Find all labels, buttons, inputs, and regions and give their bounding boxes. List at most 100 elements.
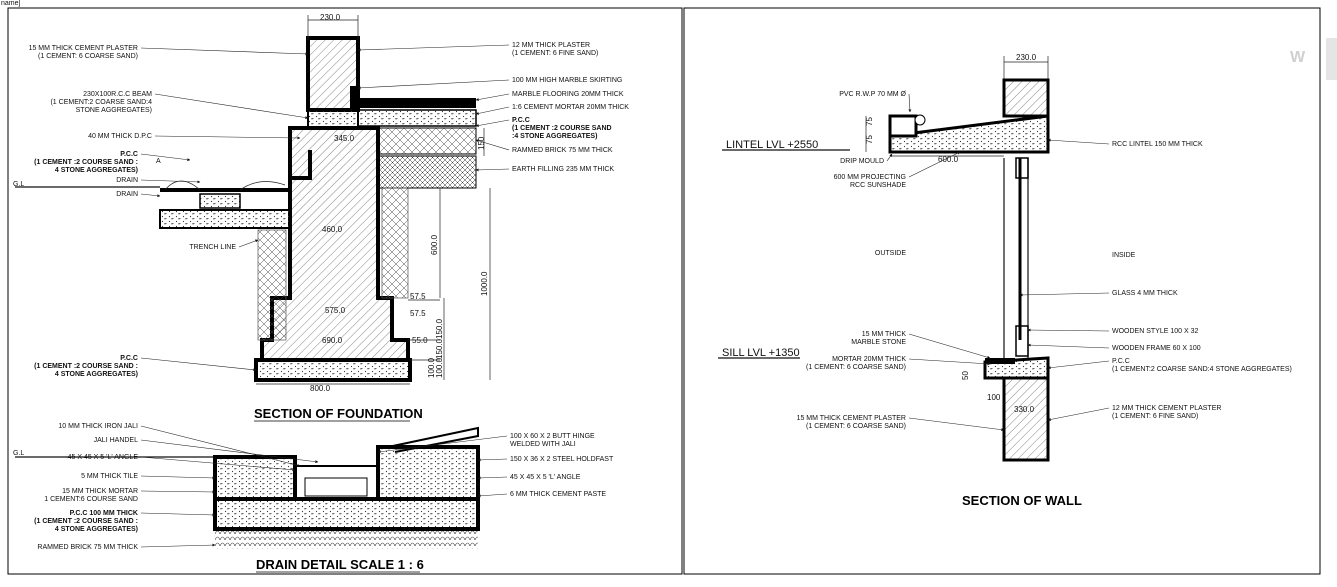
label-foundation-dpc: 40 MM THICK D.P.C <box>88 133 301 140</box>
dim-800: 800.0 <box>310 384 331 393</box>
label-line: (1 CEMENT: 6 COARSE SAND) <box>806 364 906 371</box>
label-line: DRAIN <box>116 191 138 198</box>
dim-100: 100.0 <box>427 357 436 378</box>
label-line: P.C.C <box>512 117 530 124</box>
label-line: 100 X 60 X 2 BUTT HINGE <box>510 433 595 440</box>
label-foundation-skirting: 100 MM HIGH MARBLE SKIRTING <box>357 77 622 90</box>
label-line: PVC R.W.P 70 MM Ø <box>839 91 906 98</box>
leader-line <box>140 490 216 494</box>
dim-55: 55.0 <box>412 336 428 345</box>
label-line: 10 MM THICK IRON JALI <box>58 423 138 430</box>
trench-fill-right <box>381 187 409 299</box>
dim-575-width: 575.0 <box>325 306 346 315</box>
leader-line <box>475 106 510 115</box>
label-line: 600 MM PROJECTING <box>834 174 906 181</box>
label-wall-lintel: RCC LINTEL 150 MM THICK <box>1047 138 1203 148</box>
leader-line <box>154 93 309 120</box>
wall-section: 230.0 LINTEL LVL +2550 SILL LVL +1350 75… <box>718 53 1082 508</box>
label-drain-jali: 10 MM THICK IRON JALI <box>58 423 301 467</box>
label-line: TRENCH LINE <box>189 244 236 251</box>
annotation-labels: 15 MM THICK CEMENT PLASTER(1 CEMENT: 6 C… <box>29 42 1292 551</box>
marker-gl: G.L <box>13 181 24 188</box>
drain-right-wall <box>376 445 480 501</box>
label-drain-holdfast: 150 X 36 X 2 STEEL HOLDFAST <box>477 456 614 463</box>
label-line: WOODEN FRAME 60 X 100 <box>1112 345 1201 352</box>
leader-line <box>140 456 296 472</box>
label-line: WELDED WITH JALI <box>510 441 576 448</box>
label-line: DRAIN <box>116 177 138 184</box>
wall-dim-top-text: 230.0 <box>1016 53 1037 62</box>
label-line: (1 CEMENT :2 COURSE SAND : <box>34 518 138 525</box>
leader-line <box>908 151 961 178</box>
label-foundation-beam: 230X100R.C.C BEAM(1 CEMENT:2 COARSE SAND… <box>50 91 309 120</box>
label-drain-paste: 6 MM THICK CEMENT PASTE <box>477 491 606 498</box>
label-line: RAMMED BRICK 75 MM THICK <box>512 147 613 154</box>
leader-line <box>477 493 508 498</box>
label-line: MARBLE FLOORING 20MM THICK <box>512 91 624 98</box>
label-line: DRIP MOULD <box>840 158 884 165</box>
leader-line <box>1047 407 1110 421</box>
label-line: 15 MM THICK CEMENT PLASTER <box>29 45 138 52</box>
label-line: (1 CEMENT :2 COURSE SAND : <box>34 159 138 166</box>
label-line: STONE AGGREGATES) <box>76 107 152 114</box>
label-foundation-flooring: MARBLE FLOORING 20MM THICK <box>475 91 624 101</box>
leader-line <box>140 193 161 198</box>
label-drain-angle_r: 45 X 45 X 5 'L' ANGLE <box>477 474 581 481</box>
drain-slope <box>387 426 479 453</box>
leader-line <box>477 458 508 462</box>
label-line: (1 CEMENT: 6 COARSE SAND) <box>38 53 138 60</box>
label-wall-mortar20: MORTAR 20MM THICK(1 CEMENT: 6 COARSE SAN… <box>806 356 991 371</box>
dim-top-width-text: 230.0 <box>320 13 341 22</box>
label-line: 12 MM THICK PLASTER <box>512 42 590 49</box>
label-line: 100 MM HIGH MARBLE SKIRTING <box>512 77 622 84</box>
label-line: (1 CEMENT:2 COARSE SAND:4 STONE AGGREGAT… <box>1112 366 1292 373</box>
label-line: GLASS 4 MM THICK <box>1112 290 1178 297</box>
label-line: MARBLE STONE <box>851 339 906 346</box>
dim-150-mid: 150.0 <box>435 318 444 339</box>
lower-wall <box>1002 376 1050 462</box>
label-line: MORTAR 20MM THICK <box>832 356 906 363</box>
dim-1000: 1000.0 <box>480 271 489 296</box>
label-line: 1:6 CEMENT MORTAR 20MM THICK <box>512 104 629 111</box>
label-foundation-pcc_r: P.C.C(1 CEMENT :2 COURSE SAND:4 STONE AG… <box>475 117 612 140</box>
label-line: P.C.C <box>120 355 138 362</box>
dim-100-low: 100.0 <box>435 357 444 378</box>
drain-channel <box>199 193 241 209</box>
leader-line <box>140 47 309 56</box>
leader-line <box>475 168 510 172</box>
leader-line <box>140 512 216 517</box>
leader-line <box>154 135 301 140</box>
drain-detail: G.L DRAIN DETAIL SCALE 1 : 6 <box>13 426 480 573</box>
label-wall-pvc: PVC R.W.P 70 MM Ø <box>839 91 912 113</box>
drain-cavity <box>304 477 368 497</box>
label-line: (1 CEMENT: 6 FINE SAND) <box>512 50 598 57</box>
label-wall-inside: INSIDE <box>1112 252 1136 259</box>
leader-line <box>908 333 991 359</box>
label-line: P.C.C <box>120 151 138 158</box>
label-line: INSIDE <box>1112 252 1136 259</box>
label-line: 45 X 45 X 5 'L' ANGLE <box>510 474 581 481</box>
label-line: 6 MM THICK CEMENT PASTE <box>510 491 606 498</box>
label-line: 12 MM THICK CEMENT PLASTER <box>1112 405 1221 412</box>
rcc-beam <box>307 109 359 129</box>
label-line: (1 CEMENT :2 COURSE SAND : <box>34 363 138 370</box>
label-wall-glass: GLASS 4 MM THICK <box>1019 290 1178 297</box>
left-sheet-border <box>7 7 683 575</box>
leader-line <box>1027 343 1110 349</box>
pcc-drain-base <box>159 209 291 229</box>
label-line: (1 CEMENT:2 COARSE SAND:4 <box>50 99 152 106</box>
label-line: EARTH FILLING 235 MM THICK <box>512 166 614 173</box>
rammed-brick-layer <box>377 127 477 155</box>
label-foundation-mortar: 1:6 CEMENT MORTAR 20MM THICK <box>475 104 629 115</box>
upper-wall <box>1002 78 1050 118</box>
leader-line <box>140 439 319 464</box>
wall-dim-100: 100 <box>987 393 1001 402</box>
label-drain-tile: 5 MM THICK TILE <box>81 473 216 480</box>
leader-line <box>477 476 508 480</box>
marker-a: A <box>156 158 161 165</box>
label-foundation-rammed: RAMMED BRICK 75 MM THICK <box>475 139 613 154</box>
